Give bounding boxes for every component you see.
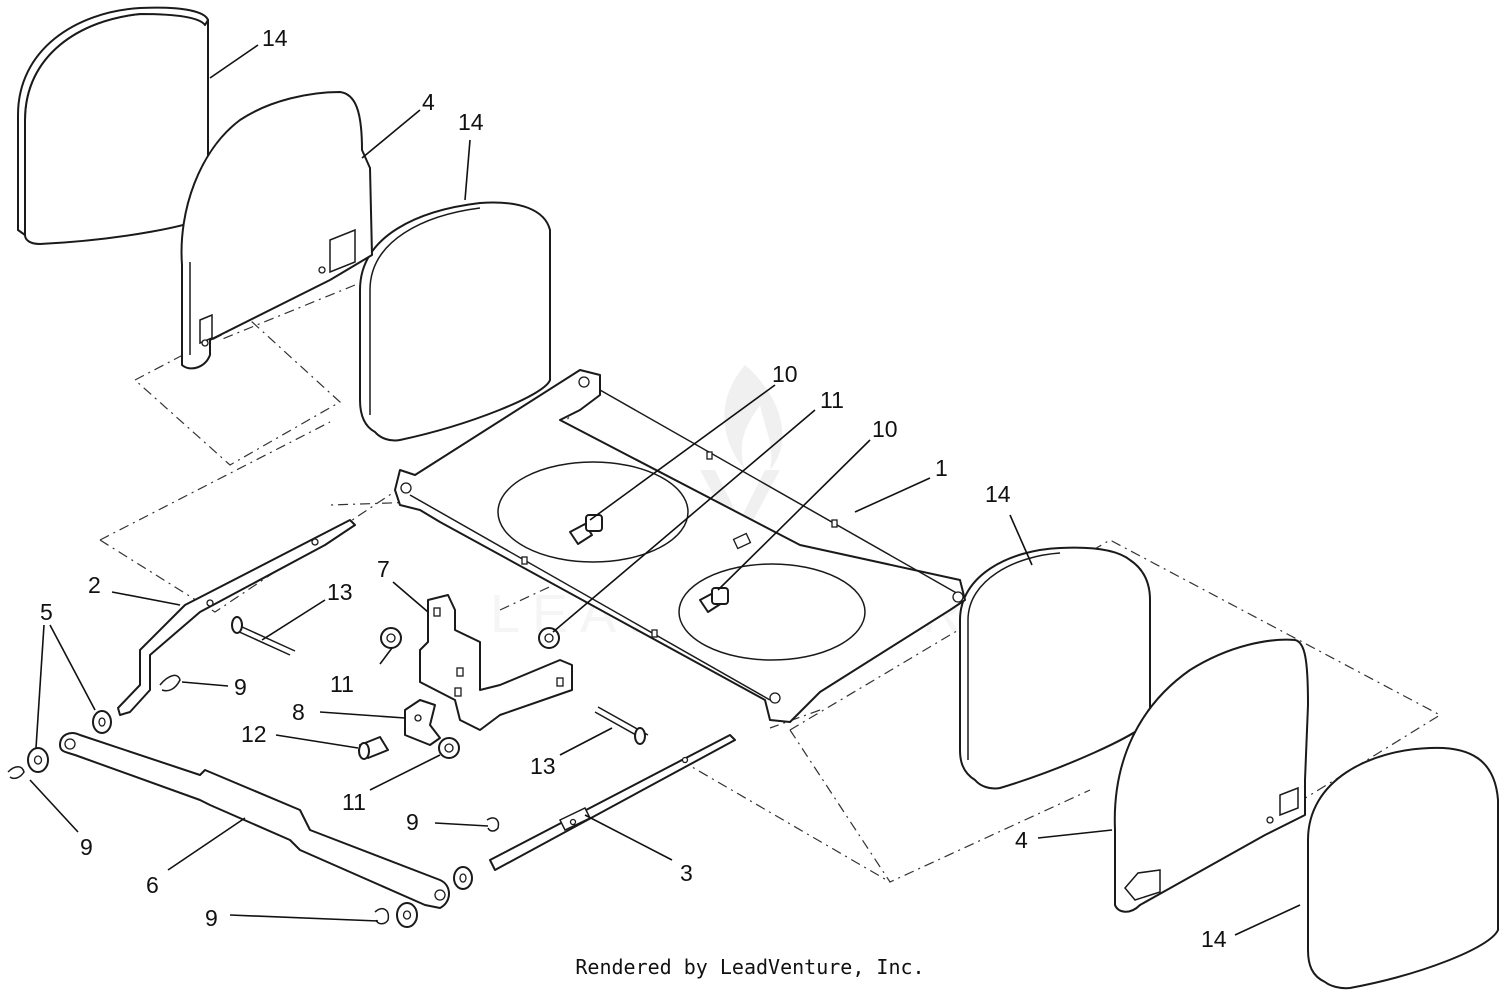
callout-14: 14 [262,25,288,51]
cotter-pin-9 [7,674,500,925]
callout-14: 14 [985,481,1011,507]
callout-8: 8 [292,699,305,725]
callout-10: 10 [772,361,798,387]
callout-11: 11 [330,671,354,697]
callout-13: 13 [530,753,556,779]
bolt-10 [569,514,729,613]
deck-plate-1 [394,369,966,723]
callout-1: 1 [935,455,948,481]
callout-13: 13 [327,579,353,605]
footer-credit: Rendered by LeadVenture, Inc. [575,955,925,979]
callouts: 14 4 14 10 11 10 1 14 2 13 7 5 11 9 8 12… [40,25,1227,952]
callout-14: 14 [458,109,484,135]
callout-4: 4 [1015,827,1028,853]
leader-lines [29,44,1301,936]
callout-11: 11 [820,387,844,413]
callout-4: 4 [422,89,435,115]
cover-14-bottom-right [1307,746,1499,990]
washer-5 [27,710,473,928]
callout-12: 12 [241,721,267,747]
rod-2 [117,519,356,716]
bolt-12 [358,736,389,760]
callout-9: 9 [80,834,93,860]
callout-10: 10 [872,416,898,442]
callout-7: 7 [377,556,390,582]
callout-3: 3 [680,860,693,886]
callout-14: 14 [1201,926,1227,952]
link-bar-6 [59,732,450,909]
plate-8 [404,699,441,746]
bracket-7 [419,594,573,731]
watermark-flame-icon [724,365,783,470]
callout-11: 11 [342,789,366,815]
callout-2: 2 [88,572,101,598]
clevis-pin-13 [231,616,649,745]
rod-3 [489,734,736,871]
callout-9: 9 [205,905,218,931]
cover-14-right-mid [959,546,1151,790]
cover-14-top-left [17,6,209,245]
nut-11 [380,627,560,759]
callout-5: 5 [40,599,53,625]
callout-9: 9 [406,809,419,835]
callout-6: 6 [146,872,159,898]
callout-9: 9 [234,674,247,700]
guard-4-bottom [1113,638,1309,913]
cover-14-mid [359,201,551,442]
watermark-v-icon [700,470,780,545]
guard-4-top [180,91,373,370]
